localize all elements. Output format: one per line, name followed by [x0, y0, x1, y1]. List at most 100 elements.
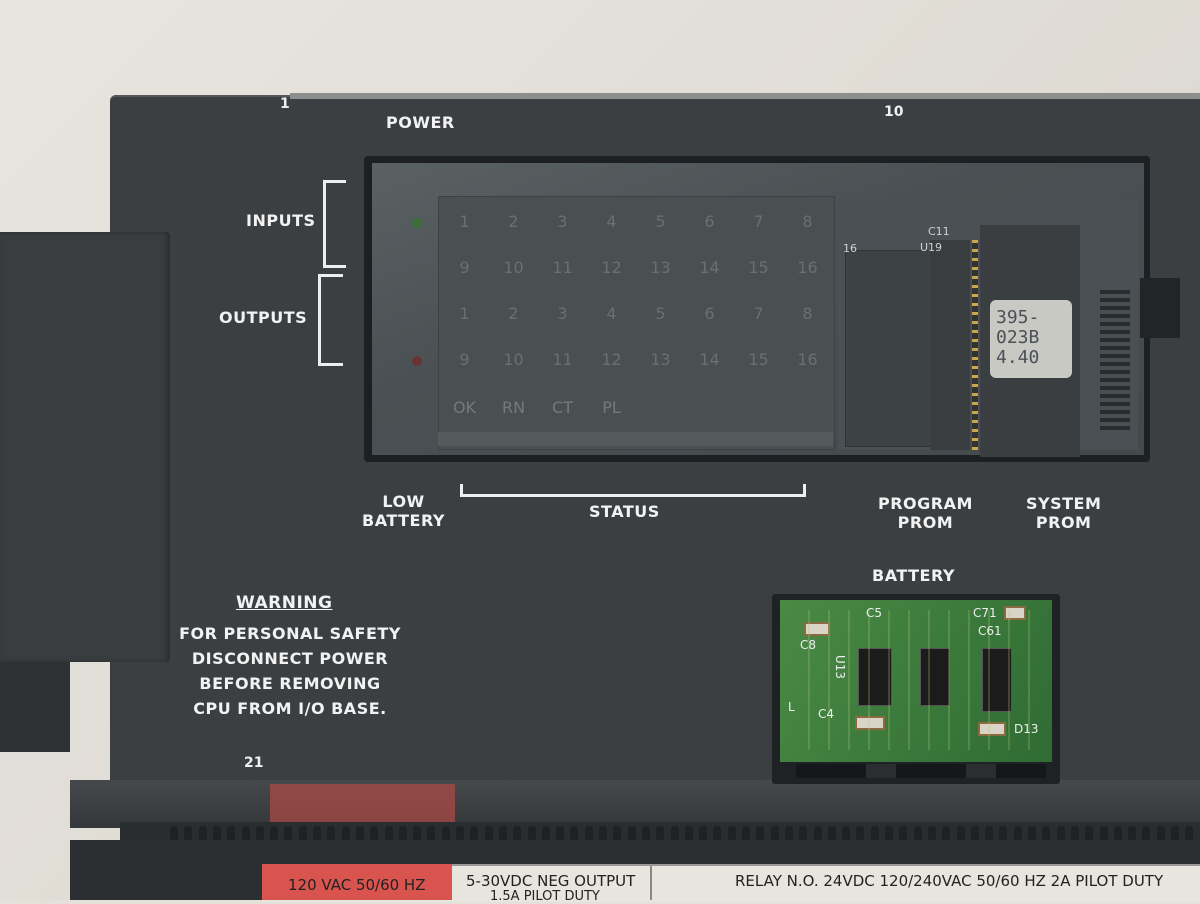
output-row1-cell: 5 — [655, 304, 666, 323]
c11-marking: C11 — [928, 225, 950, 238]
status-label: STATUS — [589, 502, 660, 521]
output-row2-cell: 11 — [552, 350, 573, 369]
output-row1-cell: 3 — [557, 304, 568, 323]
ic-chip-3 — [982, 648, 1012, 712]
power-label: POWER — [386, 113, 455, 132]
pcb-trace-layer — [790, 610, 1040, 750]
smd-c8 — [804, 622, 830, 636]
outputs-bracket — [318, 274, 343, 366]
input-row1-cell: 3 — [557, 212, 568, 231]
status-flags-cell: CT — [552, 398, 573, 417]
panel-number-10: 10 — [884, 104, 904, 120]
inputs-bracket — [323, 180, 346, 268]
output-row2-cell: 15 — [748, 350, 769, 369]
status-flags-cell: RN — [501, 398, 526, 417]
status-bracket — [460, 484, 806, 497]
pcb-label-c8: C8 — [800, 638, 817, 652]
pcb-label-c71: C71 — [973, 606, 997, 620]
terminal-ac-section — [262, 864, 452, 900]
pcb-label-d13: D13 — [1014, 722, 1039, 736]
input-row2-cell: 12 — [601, 258, 622, 277]
terminal-dc-label: 5-30VDC NEG OUTPUT — [466, 872, 636, 890]
output-row1-cell: 2 — [508, 304, 519, 323]
output-row2-cell: 12 — [601, 350, 622, 369]
program-prom-line2: PROM — [897, 513, 954, 532]
warning-line-2: DISCONNECT POWER — [191, 649, 389, 668]
output-row-2: 9 10 11 12 13 14 15 16 — [440, 350, 832, 369]
output-row1-cell: 4 — [606, 304, 617, 323]
prom-sticker-line3: 4.40 — [996, 347, 1040, 368]
smd-c4 — [855, 716, 885, 730]
system-prom-line1: SYSTEM — [1026, 494, 1102, 513]
status-flags-cell: OK — [452, 398, 477, 417]
input-row2-cell: 10 — [503, 258, 524, 277]
housing-side-block — [0, 232, 170, 662]
output-row1-cell: 8 — [802, 304, 813, 323]
input-row2-cell: 9 — [459, 258, 470, 277]
system-prom-line2: PROM — [1035, 513, 1092, 532]
input-row1-cell: 4 — [606, 212, 617, 231]
terminal-relay-label: RELAY N.O. 24VDC 120/240VAC 50/60 HZ 2A … — [735, 872, 1164, 890]
chip-u16 — [845, 250, 932, 447]
pcb-label-c4: C4 — [818, 707, 835, 721]
output-row2-cell: 13 — [650, 350, 671, 369]
input-row2-cell: 14 — [699, 258, 720, 277]
warning-line-4: CPU FROM I/O BASE. — [193, 699, 387, 718]
u19-marking: U19 — [920, 241, 943, 254]
smd-d13 — [978, 722, 1006, 736]
output-row1-cell: 7 — [753, 304, 764, 323]
pcb-label-c5: C5 — [866, 606, 883, 620]
pcb-label-u13: U13 — [833, 654, 848, 680]
pin-row — [972, 240, 978, 450]
pcb-label-c61: C61 — [978, 624, 1002, 638]
warning-line-3: BEFORE REMOVING — [199, 674, 381, 693]
input-row1-cell: 7 — [753, 212, 764, 231]
output-row2-cell: 16 — [797, 350, 818, 369]
program-prom-label: PROGRAM PROM — [878, 494, 973, 532]
prom-sticker: 395- 023B 4.40 — [990, 300, 1072, 378]
ic-chip-1 — [858, 648, 892, 706]
side-latch-notch — [1140, 278, 1180, 338]
input-row1-cell: 2 — [508, 212, 519, 231]
prom-sticker-line2: 023B — [996, 327, 1040, 348]
smd-c71 — [1004, 606, 1026, 620]
output-row1-cell: 6 — [704, 304, 715, 323]
led-low-battery — [412, 356, 422, 366]
panel-number-1: 1 — [280, 96, 290, 112]
input-row2-cell: 13 — [650, 258, 671, 277]
program-prom-line1: PROGRAM — [878, 494, 973, 513]
pcb-label-l: L — [788, 700, 795, 714]
side-pin-row — [1100, 290, 1130, 430]
terminal-divider — [650, 866, 652, 900]
system-prom-label: SYSTEM PROM — [1026, 494, 1101, 532]
low-battery-line1: LOW — [382, 492, 425, 511]
output-row2-cell: 14 — [699, 350, 720, 369]
lcd-panel — [438, 196, 835, 450]
battery-label: BATTERY — [872, 566, 955, 585]
lcd-bottom-bar — [438, 432, 833, 446]
inputs-label: INPUTS — [246, 211, 316, 230]
ic-chip-2 — [920, 648, 950, 706]
outputs-label: OUTPUTS — [219, 308, 308, 327]
warning-text-block: FOR PERSONAL SAFETY DISCONNECT POWER BEF… — [160, 624, 420, 724]
u16-marking: 16 — [843, 242, 857, 255]
low-battery-label: LOW BATTERY — [362, 492, 445, 530]
input-row1-cell: 1 — [459, 212, 470, 231]
output-row2-cell: 9 — [459, 350, 470, 369]
prom-sticker-line1: 395- — [996, 307, 1040, 328]
output-row2-cell: 10 — [503, 350, 524, 369]
red-tint-strip — [270, 784, 455, 824]
low-battery-line2: BATTERY — [362, 511, 445, 530]
led-power — [412, 218, 422, 228]
housing-top-edge — [290, 93, 1200, 99]
input-row2-cell: 15 — [748, 258, 769, 277]
input-row1-cell: 5 — [655, 212, 666, 231]
chip-u19 — [930, 240, 970, 450]
input-row1-cell: 8 — [802, 212, 813, 231]
housing-side-lower — [0, 662, 70, 752]
terminal-dc-label-2: 1.5A PILOT DUTY — [490, 889, 600, 904]
input-row2-cell: 16 — [797, 258, 818, 277]
